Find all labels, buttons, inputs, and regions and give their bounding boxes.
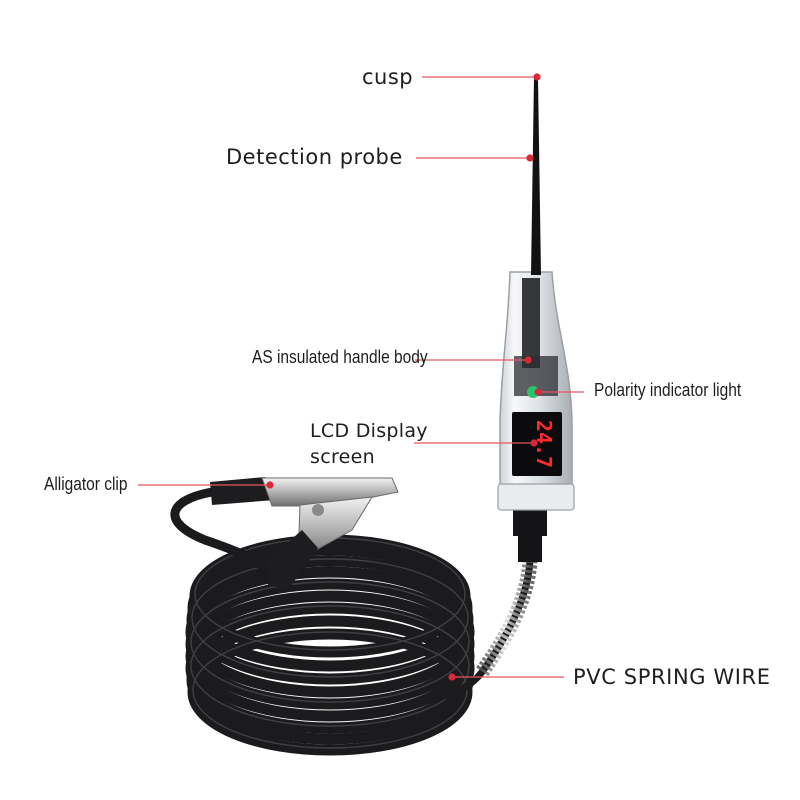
- tester-pen: 24.7: [497, 78, 575, 562]
- label-spring-wire: PVC SPRING WIRE: [573, 665, 771, 689]
- alligator-clip: [210, 477, 399, 590]
- label-lcd-display-line1: LCD Display: [310, 420, 428, 442]
- label-polarity-light: Polarity indicator light: [594, 380, 742, 400]
- leader-dots: [266, 73, 542, 681]
- label-handle-body: AS insulated handle body: [252, 347, 428, 367]
- leader-lines: [138, 76, 584, 678]
- label-detection-probe: Detection probe: [226, 145, 403, 169]
- label-lcd-display-line2: screen: [310, 446, 375, 468]
- label-lcd-display: LCD Display screen: [310, 418, 450, 470]
- clip-cable: [170, 487, 274, 578]
- cable-coil: [185, 534, 475, 756]
- label-alligator-clip: Alligator clip: [44, 474, 128, 494]
- label-cusp: cusp: [362, 65, 414, 89]
- detection-probe: [531, 78, 541, 275]
